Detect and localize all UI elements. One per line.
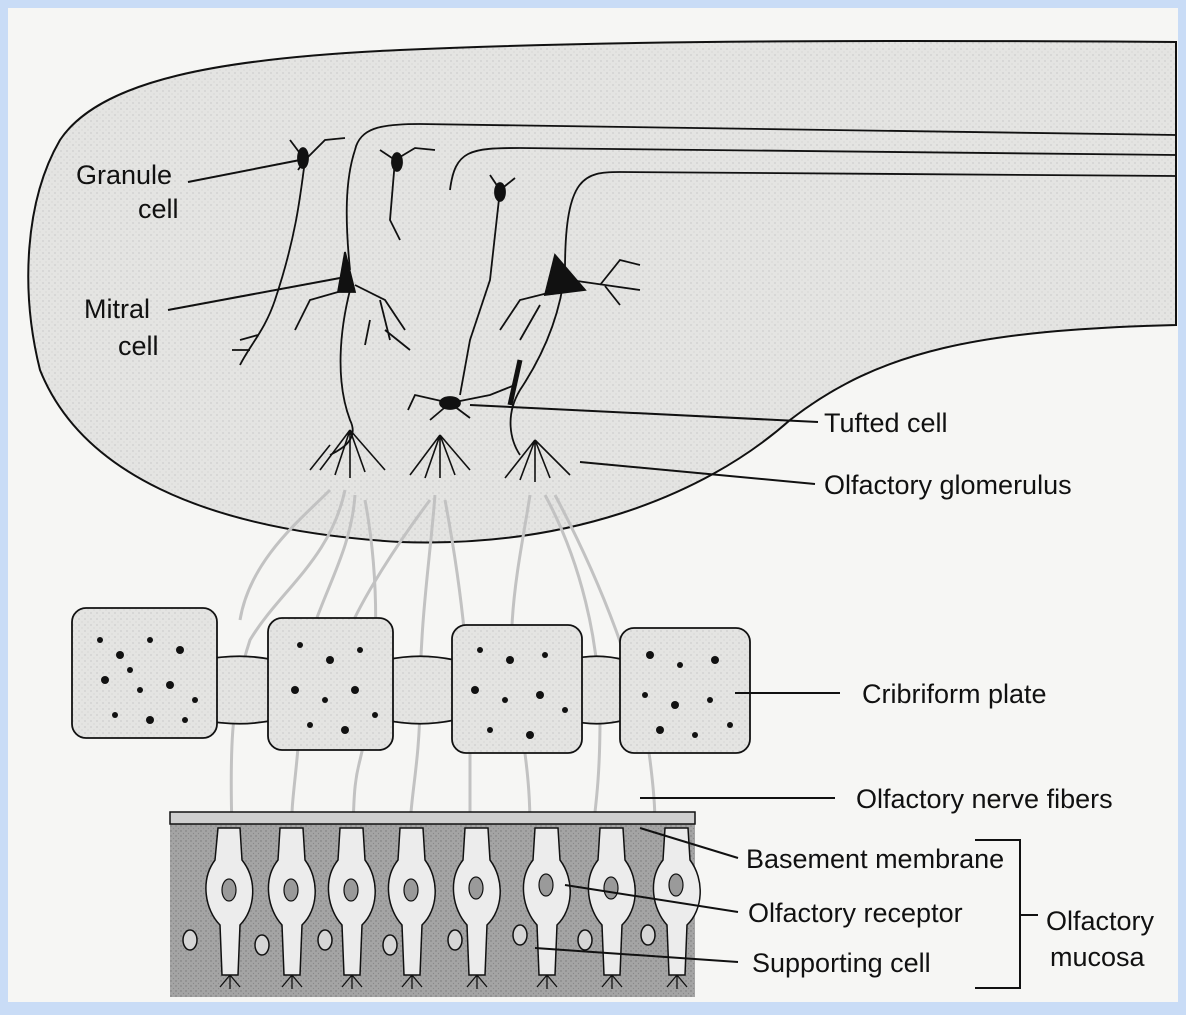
- mitral-cell-label-2: cell: [118, 331, 159, 361]
- olfactory-receptor-label: Olfactory receptor: [748, 898, 963, 928]
- granule-cell-label-2: cell: [138, 194, 179, 224]
- cribriform-plate-label: Cribriform plate: [862, 679, 1047, 709]
- olfactory-mucosa-label-2: mucosa: [1050, 942, 1146, 972]
- tufted-cell-label: Tufted cell: [824, 408, 948, 438]
- nerve-fibers-label: Olfactory nerve fibers: [856, 784, 1113, 814]
- basement-membrane-label: Basement membrane: [746, 844, 1004, 874]
- glomerulus-label: Olfactory glomerulus: [824, 470, 1072, 500]
- supporting-cell-label: Supporting cell: [752, 948, 931, 978]
- olfactory-mucosa-label-1: Olfactory: [1046, 906, 1155, 936]
- granule-cell-label-1: Granule: [76, 160, 172, 190]
- mitral-cell-label-1: Mitral: [84, 294, 150, 324]
